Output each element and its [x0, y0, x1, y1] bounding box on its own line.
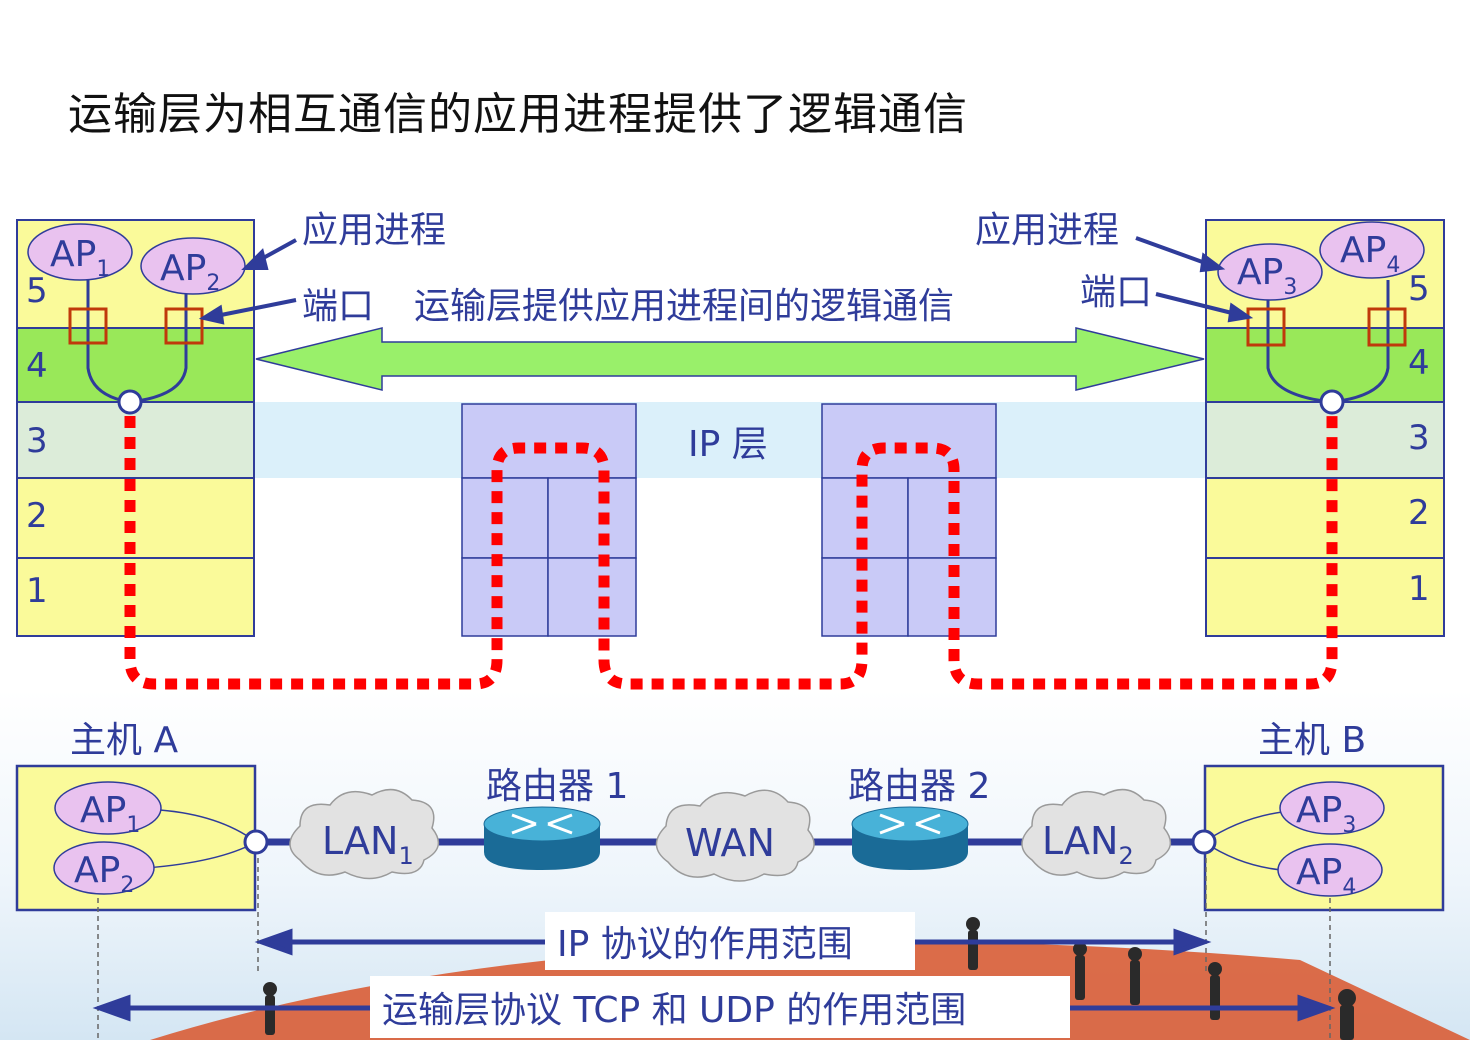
transport-logical-label: 运输层提供应用进程间的逻辑通信: [414, 286, 954, 327]
right-port-1: [1246, 307, 1286, 347]
lan1-cloud: [289, 788, 440, 880]
right-layer-5-label: 5: [1408, 269, 1430, 309]
host-a-ap2-sub: 2: [120, 873, 134, 898]
right-ap4-bubble: [1319, 221, 1425, 279]
right-ap4-sub: 4: [1386, 253, 1400, 278]
left-layer-2-label: 2: [26, 496, 48, 536]
host-a-connector: [243, 829, 269, 855]
right-ap3-text: AP: [1237, 252, 1283, 293]
right-layer-3-label: 3: [1408, 418, 1430, 458]
svg-text:LAN2: LAN2: [1042, 819, 1134, 870]
svg-text:AP1: AP1: [80, 790, 140, 838]
right-layer-1: [1205, 557, 1445, 637]
svg-text:AP4: AP4: [1296, 852, 1356, 900]
right-ap3-line: [1266, 292, 1333, 404]
svg-text:AP2: AP2: [74, 850, 134, 898]
ip-scope-label-bg: [545, 912, 915, 970]
svg-text:AP2: AP2: [160, 248, 220, 296]
host-b-ap4-sub: 4: [1342, 875, 1356, 900]
app-process-label-right: 应用进程: [975, 210, 1119, 251]
right-layer-4-label: 4: [1408, 343, 1430, 383]
svg-text:AP3: AP3: [1237, 252, 1297, 300]
svg-text:AP1: AP1: [50, 234, 110, 282]
left-layer-4-label: 4: [26, 346, 48, 386]
lan1-sub: 1: [398, 842, 413, 870]
router-2-label: 路由器 2: [848, 766, 990, 807]
router-1-stack: [461, 403, 637, 637]
left-ap1-bubble: [27, 223, 133, 281]
right-layer-2: [1205, 477, 1445, 559]
port-label-right: 端口: [1080, 272, 1152, 313]
right-sap-circle: [1319, 389, 1345, 415]
app-process-label-left: 应用进程: [302, 210, 446, 251]
wan-text: WAN: [685, 821, 775, 865]
host-a-ap1-text: AP: [80, 790, 126, 831]
background-figures: [263, 917, 1356, 1040]
wan-cloud: [655, 789, 815, 882]
right-ap3-sub: 3: [1283, 275, 1297, 300]
host-a-ap2-text: AP: [74, 850, 120, 891]
svg-text:LAN1: LAN1: [322, 819, 414, 870]
svg-text:AP3: AP3: [1296, 790, 1356, 838]
transport-double-arrow: [255, 327, 1205, 391]
host-b-ap3-sub: 3: [1342, 813, 1356, 838]
ip-layer-band: [255, 402, 1205, 478]
router-1-label: 路由器 1: [486, 766, 628, 807]
left-ap2-sub: 2: [206, 271, 220, 296]
right-layer-3: [1205, 401, 1445, 479]
scope-guides: [97, 858, 1331, 1040]
host-a-ap2-bubble: [53, 841, 155, 895]
lan2-cloud: [1021, 788, 1172, 880]
router-2-stack: [821, 403, 997, 637]
host-b-label: 主机 B: [1258, 720, 1366, 761]
host-b-ap3-bubble: [1279, 781, 1385, 835]
right-ap4-text: AP: [1340, 230, 1386, 271]
left-port-2: [164, 307, 204, 345]
ip-layer-label: IP 层: [688, 424, 768, 465]
lan2-sub: 2: [1118, 842, 1133, 870]
right-layer-1-label: 1: [1408, 569, 1430, 609]
host-b-ap4-text: AP: [1296, 852, 1342, 893]
left-ap2-bubble: [140, 237, 246, 295]
left-ap1-text: AP: [50, 234, 96, 275]
port-label-left: 端口: [302, 286, 374, 327]
right-layer-2-label: 2: [1408, 493, 1430, 533]
host-b-ap4-bubble: [1277, 843, 1383, 897]
left-port-1: [68, 307, 108, 345]
tcp-udp-scope-label-bg: [370, 976, 1070, 1038]
right-port-2: [1367, 307, 1407, 347]
router-1-icon: [483, 806, 601, 870]
page-title: 运输层为相互通信的应用进程提供了逻辑通信: [68, 89, 968, 140]
left-layer-3-label: 3: [26, 421, 48, 461]
left-ap1-sub: 1: [96, 257, 110, 282]
left-ap2-text: AP: [160, 248, 206, 289]
right-ap3-bubble: [1217, 243, 1323, 301]
host-a-ap1-sub: 1: [126, 813, 140, 838]
host-b-ap3-text: AP: [1296, 790, 1342, 831]
logical-path-dotted: [124, 416, 1338, 690]
host-a-label: 主机 A: [70, 720, 178, 761]
host-a-ap1-bubble: [54, 781, 162, 835]
router-2-icon: [851, 806, 969, 870]
svg-text:AP4: AP4: [1340, 230, 1400, 278]
lan2-text: LAN: [1042, 819, 1118, 863]
callout-arrows: [198, 236, 1254, 325]
left-layer-1-label: 1: [26, 571, 48, 611]
left-sap-circle: [117, 389, 143, 415]
ip-scope-label: IP 协议的作用范围: [557, 924, 853, 965]
left-layer-5-label: 5: [26, 271, 48, 311]
tcp-udp-scope-label: 运输层协议 TCP 和 UDP 的作用范围: [382, 990, 966, 1031]
lan1-text: LAN: [322, 819, 398, 863]
host-b-connector: [1191, 829, 1217, 855]
